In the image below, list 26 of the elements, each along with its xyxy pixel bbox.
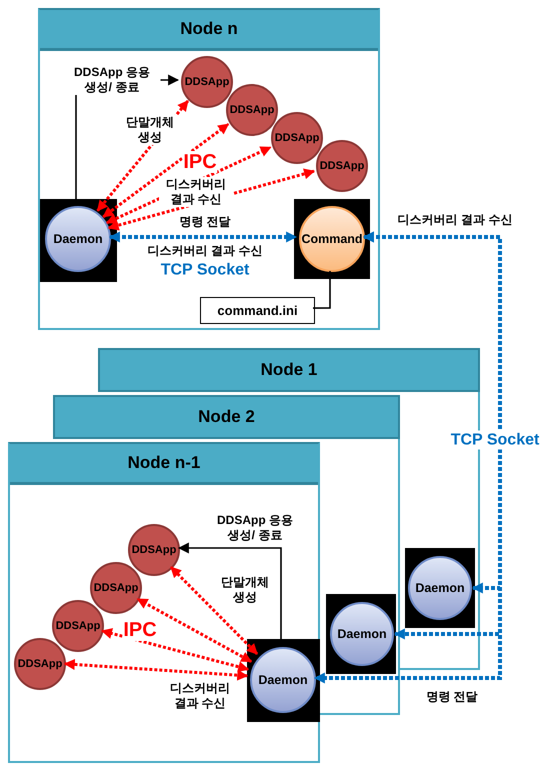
arrow [108, 168, 316, 231]
annotation-text: 디스커버리 결과 수신 [148, 244, 262, 258]
file-box: command.ini [200, 297, 315, 324]
connector-line [313, 271, 331, 309]
app-circle: DDSApp [90, 562, 142, 614]
edge-label: 디스커버리 결과 수신 [159, 177, 233, 207]
app-circle: DDSApp [128, 524, 180, 576]
edge-label: IPC [122, 619, 158, 641]
node-card: Node 1 [98, 348, 480, 392]
node-card: Node 2 [53, 395, 400, 439]
arrow [170, 566, 258, 655]
app-circle: DDSApp [52, 600, 104, 652]
arrow [106, 146, 272, 224]
arrow [136, 598, 252, 663]
app-circle: DDSApp [14, 638, 66, 690]
edge-label: IPC [182, 151, 218, 173]
annotation-text: 디스커버리 결과 수신 [398, 212, 512, 228]
arrow [314, 232, 502, 684]
annotation-text: TCP Socket [448, 430, 542, 450]
app-circle: DDSApp [316, 140, 368, 192]
arrow [96, 100, 190, 212]
arrow [101, 628, 250, 672]
arrow [102, 122, 230, 218]
annotation-text: TCP Socket [160, 260, 250, 280]
arrow [108, 232, 298, 242]
arrow [64, 658, 248, 681]
